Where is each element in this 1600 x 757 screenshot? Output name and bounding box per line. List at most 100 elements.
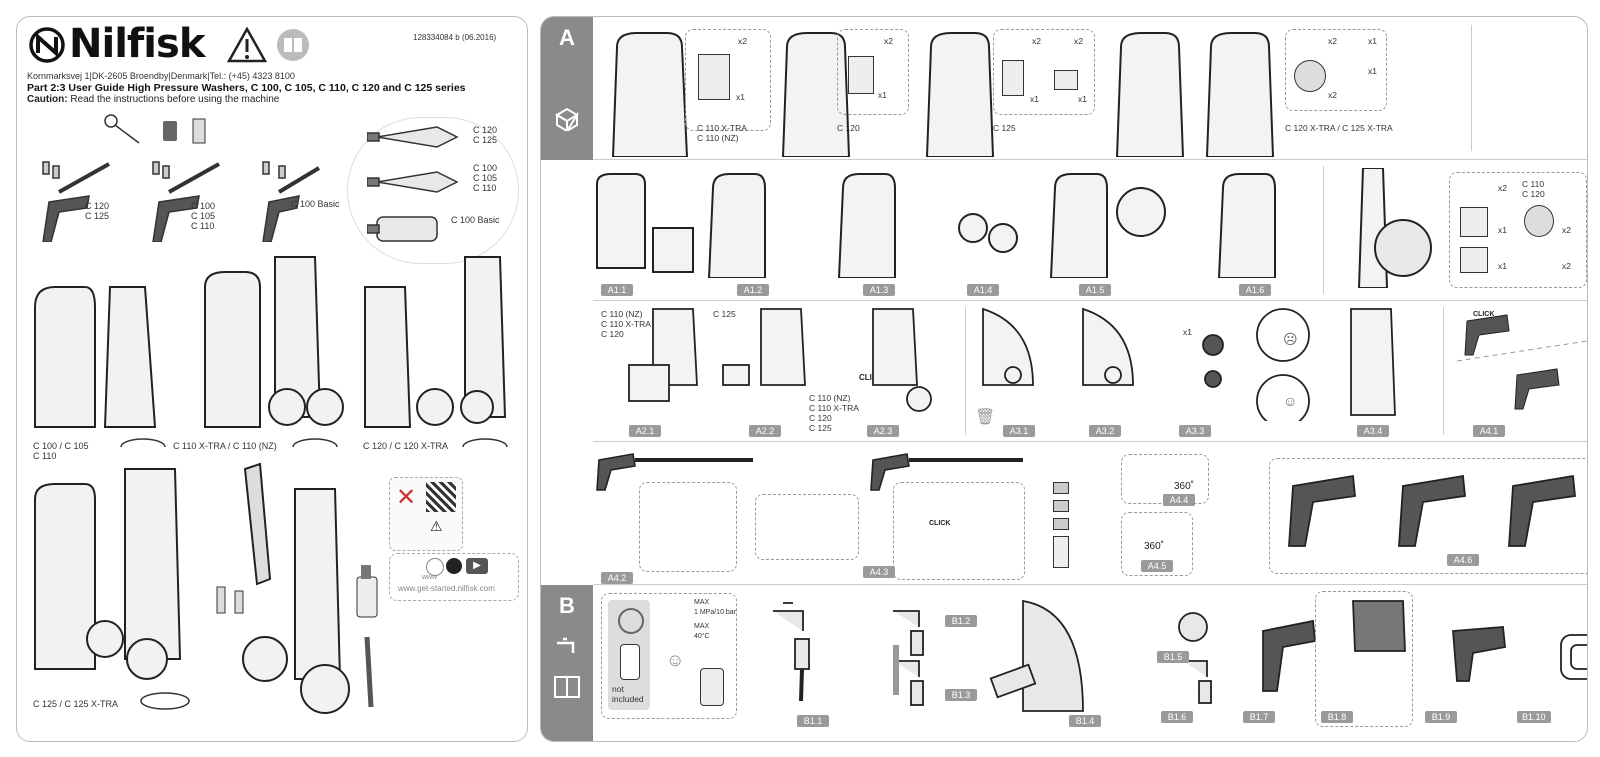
step-tag-b1-4: B1.4 bbox=[1069, 715, 1101, 727]
step-tag-a4-3: A4.3 bbox=[863, 566, 895, 578]
website-link[interactable]: www.get-started.nilfisk.com bbox=[398, 584, 495, 593]
up-arrow-icon bbox=[893, 645, 899, 695]
step-tag-a4-1: A4.1 bbox=[1473, 425, 1505, 437]
step-tag-a4-6: A4.6 bbox=[1447, 554, 1479, 566]
row-a4-connect: CLICK 360˚ 360˚ CLICK A4.2 A4.3 A4.4 A4.… bbox=[593, 442, 1587, 585]
gun-label-1: C 120 C 125 bbox=[85, 201, 110, 221]
model-label-c125: C 125 bbox=[993, 123, 1016, 133]
parts-box-c120: x2 x1 bbox=[837, 29, 909, 115]
company-address: Kornmarksvej 1|DK-2605 Broendby|Denmark|… bbox=[27, 71, 295, 81]
nozzle-set-icon bbox=[1053, 482, 1069, 572]
machine-xtra-illustration bbox=[1115, 32, 1275, 157]
globe-icon[interactable] bbox=[426, 558, 444, 576]
section-a-sidebar: A bbox=[541, 17, 593, 160]
row-divider bbox=[965, 307, 966, 435]
gun-label-2: C 100 C 105 C 110 bbox=[191, 201, 216, 231]
step-tag-a3-4: A3.4 bbox=[1357, 425, 1389, 437]
step-tag-b1-8: B1.8 bbox=[1321, 711, 1353, 723]
bottom-machines-illustration bbox=[34, 462, 350, 714]
section-a-letter: A bbox=[559, 25, 575, 50]
warning-icon bbox=[227, 27, 267, 63]
connector-icon bbox=[700, 668, 724, 706]
note-a23-models: C 110 (NZ) C 110 X-TRA C 120 C 125 bbox=[809, 393, 859, 433]
note-a22-model: C 125 bbox=[713, 309, 736, 319]
left-panel: Nilfisk 128334084 b (06.2016) Kornmarksv… bbox=[16, 16, 528, 742]
machine-c110-illustration bbox=[611, 32, 689, 157]
parts-box-c110: x2 x1 bbox=[685, 29, 771, 131]
count-label: x2 bbox=[1562, 261, 1571, 271]
unbox-icon bbox=[555, 107, 579, 131]
connect-step-box-3 bbox=[893, 482, 1025, 580]
fitting-steps-illustration bbox=[628, 307, 1396, 421]
water-filter-icon bbox=[620, 644, 640, 680]
brand-name: Nilfisk bbox=[69, 21, 205, 67]
step-tag-b1-6: B1.6 bbox=[1161, 711, 1193, 723]
step-tag-a1-3: A1.3 bbox=[863, 284, 895, 296]
count-label: x2 bbox=[1328, 36, 1337, 46]
trash-icon: 🗑 bbox=[975, 409, 996, 426]
parts-box-c120x: x2 x1 x1 x2 bbox=[1285, 29, 1387, 111]
machine-reel-illustration bbox=[1357, 168, 1432, 288]
hook-part-icon bbox=[1460, 247, 1488, 273]
filter-panel: not included bbox=[608, 600, 650, 710]
nozzles-illustration bbox=[367, 126, 459, 242]
step-tag-a4-2: A4.2 bbox=[601, 572, 633, 584]
count-label: x1 bbox=[1368, 36, 1377, 46]
nozzle-parts-icon bbox=[216, 586, 244, 614]
machine-label-3: C 120 / C 120 X-TRA bbox=[363, 441, 449, 451]
assembly-steps-illustration bbox=[596, 173, 1276, 278]
click-label: CLICK bbox=[929, 520, 951, 527]
step-tag-a4-4: A4.4 bbox=[1163, 494, 1195, 506]
qr-code-icon[interactable] bbox=[426, 482, 456, 512]
section-b-sidebar: B bbox=[541, 585, 593, 741]
connect-step-box-2 bbox=[755, 494, 859, 560]
step-tag-a3-1: A3.1 bbox=[1003, 425, 1035, 437]
max-pressure-label: MAX 1 MPa/10 bar bbox=[694, 599, 737, 616]
water-spec-box: not included MAX 1 MPa/10 bar MAX 40°C ☺ bbox=[601, 593, 737, 719]
nozzle-label-3: C 100 Basic bbox=[451, 215, 500, 225]
lance-connect-illustration bbox=[596, 453, 1023, 491]
step-tag-b1-3: B1.3 bbox=[945, 689, 977, 701]
degree-label: 360˚ bbox=[1144, 541, 1165, 552]
model-label-c110: C 110 X-TRA C 110 (NZ) bbox=[697, 123, 747, 143]
document-title: Part 2:3 User Guide High Pressure Washer… bbox=[27, 82, 466, 94]
count-label: x2 bbox=[884, 36, 893, 46]
row-a2-a3: C 110 (NZ) C 110 X-TRA C 120 C 125 C 110… bbox=[593, 301, 1587, 442]
qr-info-box: ✕ ⚠ bbox=[389, 477, 463, 551]
count-label: x1 bbox=[1498, 261, 1507, 271]
accessories-illustration bbox=[104, 114, 206, 144]
manual-book-icon bbox=[277, 29, 309, 61]
video-play-icon[interactable]: ▶ bbox=[466, 558, 488, 574]
parts-box-c125: x2 x2 x1 x1 bbox=[993, 29, 1095, 115]
count-label: x1 bbox=[1368, 66, 1377, 76]
step-tag-a3-3: A3.3 bbox=[1179, 425, 1211, 437]
reel-part-icon bbox=[1524, 205, 1554, 237]
section-b-letter: B bbox=[559, 593, 575, 618]
count-label: x1 bbox=[1183, 327, 1192, 337]
step-tag-a1-2: A1.2 bbox=[737, 284, 769, 296]
step-tag-a1-5: A1.5 bbox=[1079, 284, 1111, 296]
nozzle-group bbox=[347, 117, 519, 264]
web-label: www bbox=[422, 574, 438, 581]
caution-text: Read the instructions before using the m… bbox=[70, 94, 280, 105]
web-links-box: ▶ www www.get-started.nilfisk.com bbox=[389, 553, 519, 601]
sad-face-icon: ☹ bbox=[1283, 331, 1298, 347]
count-label: x1 bbox=[1078, 94, 1087, 104]
bracket-part-icon bbox=[848, 56, 874, 94]
filter-icon bbox=[618, 608, 644, 634]
machine-c125-illustration bbox=[925, 32, 995, 157]
count-label: x2 bbox=[1498, 183, 1507, 193]
step-tag-b1-9: B1.9 bbox=[1425, 711, 1457, 723]
clip-part-icon bbox=[1002, 60, 1024, 96]
no-person-icon: ✕ bbox=[396, 484, 417, 511]
caution-label: Caution: bbox=[27, 94, 68, 105]
social-icon[interactable] bbox=[446, 558, 462, 574]
connect-step-box-1 bbox=[639, 482, 737, 572]
step-tag-a2-2: A2.2 bbox=[749, 425, 781, 437]
count-label: x1 bbox=[878, 90, 887, 100]
bracket-part-icon bbox=[1460, 207, 1488, 237]
b18-box bbox=[1315, 591, 1413, 727]
spray-guns-illustration bbox=[42, 161, 321, 242]
nozzle-label-1: C 120 C 125 bbox=[473, 125, 498, 145]
step-tag-a2-1: A2.1 bbox=[629, 425, 661, 437]
